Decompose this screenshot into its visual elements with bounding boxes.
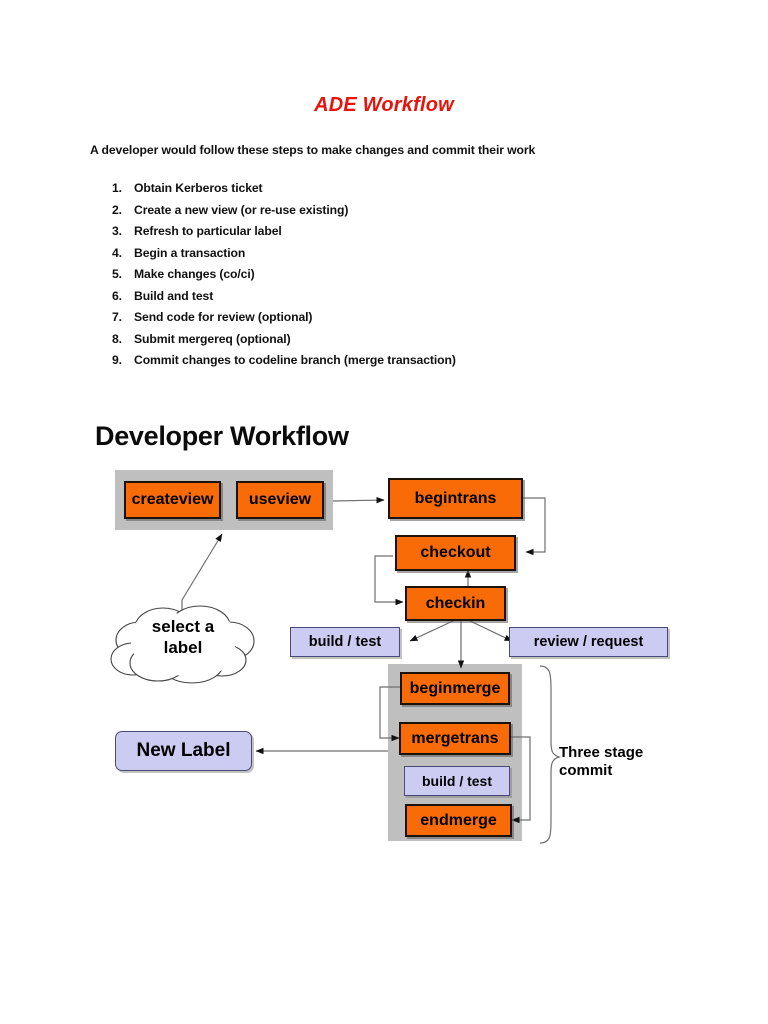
node-build-test-left[interactable]: build / test	[290, 627, 400, 657]
node-createview[interactable]: createview	[124, 481, 221, 519]
cloud-label-line2: label	[163, 638, 203, 657]
list-item: 4. Begin a transaction	[112, 243, 456, 265]
node-label: New Label	[136, 740, 231, 761]
list-item: 2. Create a new view (or re-use existing)	[112, 200, 456, 222]
list-item: 7. Send code for review (optional)	[112, 307, 456, 329]
node-label: beginmerge	[409, 679, 501, 697]
list-number: 1.	[112, 181, 122, 195]
list-number: 2.	[112, 202, 122, 217]
list-item: 3. Refresh to particular label	[112, 221, 456, 243]
list-number: 3.	[112, 224, 122, 238]
list-item-label: Refresh to particular label	[134, 224, 282, 238]
diagram-title: Developer Workflow	[95, 421, 349, 451]
node-review-request[interactable]: review / request	[509, 627, 668, 657]
list-item-label: Submit mergereq (optional)	[134, 331, 291, 346]
node-endmerge[interactable]: endmerge	[405, 804, 512, 837]
node-beginmerge[interactable]: beginmerge	[400, 672, 510, 705]
list-item-label: Build and test	[134, 288, 214, 303]
list-number: 7.	[112, 310, 122, 324]
list-item: 9. Commit changes to codeline branch (mer…	[112, 350, 456, 372]
list-item: 8. Submit mergereq (optional)	[112, 329, 456, 351]
list-number: 4.	[112, 245, 122, 260]
node-label: createview	[131, 491, 214, 508]
list-item: 5. Make changes (co/ci)	[112, 264, 456, 286]
list-item-label: Create a new view (or re-use existing)	[134, 202, 349, 217]
node-label: build / test	[422, 773, 492, 789]
intro-paragraph: A developer would follow these steps to …	[90, 143, 536, 157]
list-number: 6.	[112, 288, 122, 303]
list-item-label: Make changes (co/ci)	[134, 267, 255, 281]
list-number: 8.	[112, 331, 122, 346]
list-item-label: Obtain Kerberos ticket	[134, 181, 263, 195]
list-number: 5.	[112, 267, 122, 281]
node-checkin[interactable]: checkin	[405, 586, 506, 621]
node-label: begintrans	[414, 489, 497, 507]
node-checkout[interactable]: checkout	[395, 535, 516, 571]
steps-list: 1. Obtain Kerberos ticket 2. Create a new …	[112, 178, 456, 372]
node-label: checkout	[420, 544, 491, 561]
list-item: 1. Obtain Kerberos ticket	[112, 178, 456, 200]
three-stage-commit-label: Three stage commit	[559, 744, 644, 779]
node-mergetrans[interactable]: mergetrans	[399, 722, 511, 755]
list-number: 9.	[112, 353, 122, 367]
node-label: review / request	[533, 634, 644, 650]
node-label: useview	[248, 491, 312, 508]
node-label: build / test	[308, 634, 382, 650]
node-useview[interactable]: useview	[236, 481, 324, 519]
list-item-label: Send code for review (optional)	[134, 310, 313, 324]
node-label: mergetrans	[411, 729, 499, 747]
cloud-label-line1: select a	[151, 617, 215, 636]
node-new-label[interactable]: New Label	[115, 731, 252, 771]
list-item-label: Commit changes to codeline branch (merge…	[134, 353, 456, 367]
cloud-label: select a label	[123, 616, 243, 658]
page-title: ADE Workflow	[314, 94, 454, 116]
list-item: 6. Build and test	[112, 286, 456, 308]
node-begintrans[interactable]: begintrans	[388, 478, 523, 519]
node-build-test-merge[interactable]: build / test	[404, 766, 510, 796]
node-label: endmerge	[420, 811, 497, 829]
list-item-label: Begin a transaction	[134, 245, 246, 260]
node-label: checkin	[425, 594, 486, 612]
